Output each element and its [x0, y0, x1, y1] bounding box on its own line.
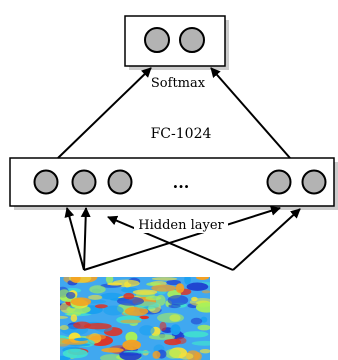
spectrogram-texture-blob [170, 324, 181, 336]
spectrogram-texture-blob [184, 277, 191, 285]
hidden-node-4 [266, 169, 292, 195]
spectrogram-texture-blob [191, 340, 210, 346]
spectrogram-texture-blob [125, 331, 138, 343]
spectrogram-texture-blob [193, 352, 202, 360]
spectrogram-texture-blob [145, 295, 162, 301]
spectrogram-texture-blob [200, 316, 208, 323]
output-node-2 [179, 27, 205, 53]
spectrogram-texture-blob [197, 324, 210, 331]
spectrogram-image [60, 277, 210, 360]
spectrogram-texture-blob [183, 331, 209, 338]
spectrogram-texture-blob [122, 339, 141, 351]
spectrogram-texture-blob [107, 282, 123, 286]
spectrogram-texture-blob [157, 312, 184, 323]
spectrogram-texture-blob [151, 284, 177, 292]
hidden-node-2 [71, 169, 97, 195]
arrow-input-2b [232, 208, 301, 271]
fc-layer-label: FC-1024 [151, 126, 212, 142]
spectrogram-texture-blob [66, 312, 81, 316]
spectrogram-texture-blob [86, 333, 106, 341]
spectrogram-texture-blob [139, 325, 155, 336]
spectrogram-texture-blob [175, 283, 185, 293]
spectrogram-texture-blob [159, 321, 167, 331]
hidden-ellipsis: ... [173, 173, 190, 192]
spectrogram-texture-blob [190, 317, 203, 325]
spectrogram-texture-blob [60, 315, 68, 319]
spectrogram-texture-blob [88, 294, 103, 300]
spectrogram-texture-blob [70, 314, 78, 322]
spectrogram-texture-blob [175, 337, 187, 345]
spectrogram-texture-blob [100, 292, 123, 300]
spectrogram-texture-blob [178, 352, 194, 360]
spectrogram-texture-blob [66, 291, 76, 299]
spectrogram-texture-blob [74, 337, 88, 341]
spectrogram-texture-blob [101, 347, 124, 353]
softmax-label-bg [150, 75, 206, 91]
spectrogram-texture-blob [70, 297, 92, 307]
spectrogram-texture-blob [89, 285, 106, 294]
spectrogram-texture-blob [118, 352, 140, 356]
spectrogram-texture-blob [60, 325, 69, 331]
spectrogram-texture-blob [201, 290, 210, 294]
spectrogram-texture-blob [151, 277, 178, 281]
hidden-layer-label-bg [134, 216, 228, 233]
spectrogram-texture-blob [132, 289, 158, 295]
spectrogram-texture-blob [103, 305, 124, 316]
input-arrows [64, 205, 301, 271]
spectrogram-texture-blob [124, 306, 149, 316]
hidden-layer-label: Hidden layer [138, 218, 224, 233]
spectrogram-texture-blob [70, 277, 81, 283]
spectrogram-texture-blob [199, 349, 210, 354]
spectrogram-texture-blob [166, 279, 182, 286]
spectrogram-texture-blob [148, 334, 176, 340]
spectrogram-texture-blob [83, 323, 112, 330]
spectrogram-texture-blob [117, 296, 144, 306]
arrow-input-1a [64, 207, 85, 271]
spectrogram-texture-blob [195, 302, 210, 313]
spectrogram-texture-blob [62, 348, 88, 359]
arrow-hidden-to-softmax-right [210, 67, 291, 159]
spectrogram-texture-blob [186, 282, 209, 291]
softmax-label: Softmax [151, 76, 206, 91]
spectrogram-texture-blob [123, 292, 135, 300]
spectrogram-texture-blob [73, 321, 91, 329]
hidden-node-5 [301, 169, 327, 195]
hidden-layer-box [9, 157, 338, 210]
spectrogram-texture-blob [167, 295, 189, 306]
arrow-input-2a [107, 215, 234, 271]
spectrogram-texture-blob [196, 277, 209, 280]
spectrogram-texture-blob [94, 304, 108, 309]
softmax-output-box [124, 15, 229, 70]
output-node-1 [144, 27, 170, 53]
spectrogram-texture-blob [152, 350, 161, 359]
arrow-hidden-to-softmax-left [57, 67, 152, 159]
hidden-node-1 [33, 169, 59, 195]
spectrogram-texture-blob [120, 319, 142, 324]
spectrogram-texture-blob [105, 277, 114, 284]
arrow-input-1b [80, 207, 91, 271]
spectrogram-texture-blob [100, 354, 124, 360]
spectrogram-texture-blob [139, 315, 150, 320]
spectrogram-texture-blob [168, 304, 181, 309]
hidden-node-3 [107, 169, 133, 195]
arrow-input-1c [83, 205, 281, 271]
spectrogram-texture-blob [165, 348, 182, 359]
fc-arrows [57, 67, 291, 159]
